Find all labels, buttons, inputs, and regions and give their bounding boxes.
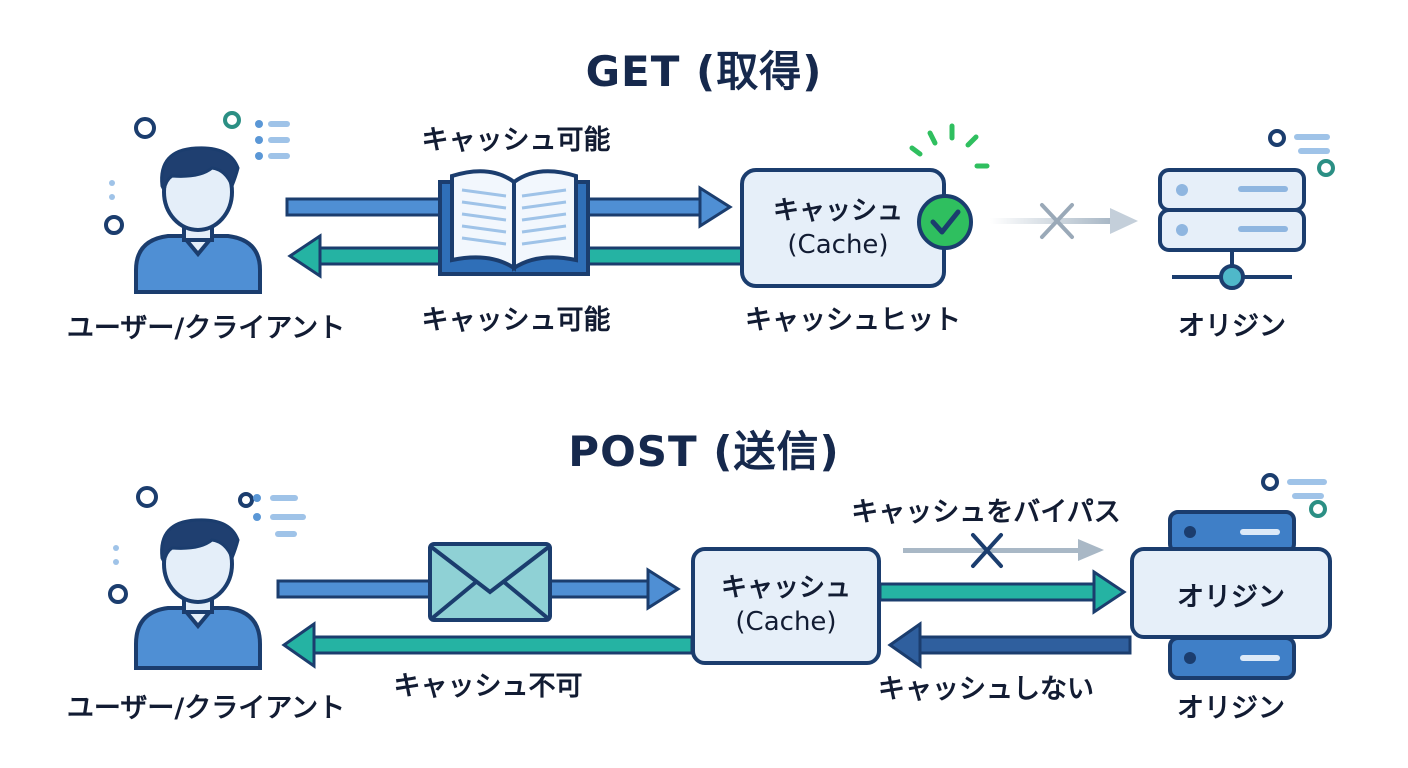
cache-box [691, 547, 881, 665]
cache-box-line1: キャッシュ [772, 196, 904, 226]
get-cache-box-label: キャッシュ (Cache) [773, 194, 903, 262]
no-cache-label: キャッシュしない [878, 674, 1094, 705]
response-arrow [281, 621, 694, 669]
post-user-label: ユーザー/クライアント [66, 693, 346, 724]
user-icon [134, 518, 262, 670]
book-icon [438, 169, 590, 276]
envelope-icon [428, 542, 552, 622]
cache-box-line1: キャッシュ [720, 573, 852, 603]
check-icon [909, 123, 990, 250]
get-response-label: キャッシュ可能 [421, 305, 611, 336]
origin-box-label: オリジン [1177, 582, 1285, 613]
return-arrow [887, 621, 1132, 669]
cross-icon [903, 533, 1104, 568]
get-origin-label: オリジン [1178, 311, 1286, 342]
cache-box-line2: (Cache) [787, 230, 889, 260]
post-response-label: キャッシュ不可 [393, 671, 583, 702]
post-origin-label: オリジン [1177, 693, 1285, 724]
cache-box-line2: (Cache) [735, 607, 837, 637]
post-title: POST (送信) [568, 427, 840, 476]
get-request-label: キャッシュ可能 [421, 125, 611, 156]
cache-hit-label: キャッシュヒット [745, 305, 961, 336]
get-user-label: ユーザー/クライアント [66, 313, 346, 344]
decoration-dots [108, 486, 306, 604]
server-icon [1158, 129, 1335, 290]
user-icon [134, 146, 262, 294]
post-cache-box-label: キャッシュ (Cache) [721, 571, 851, 639]
get-title: GET (取得) [585, 47, 823, 96]
decoration-dots [104, 111, 290, 235]
forward-arrow [878, 569, 1127, 615]
server-icon [1130, 473, 1332, 680]
cross-icon [990, 203, 1138, 239]
bypass-label: キャッシュをバイパス [851, 497, 1121, 528]
